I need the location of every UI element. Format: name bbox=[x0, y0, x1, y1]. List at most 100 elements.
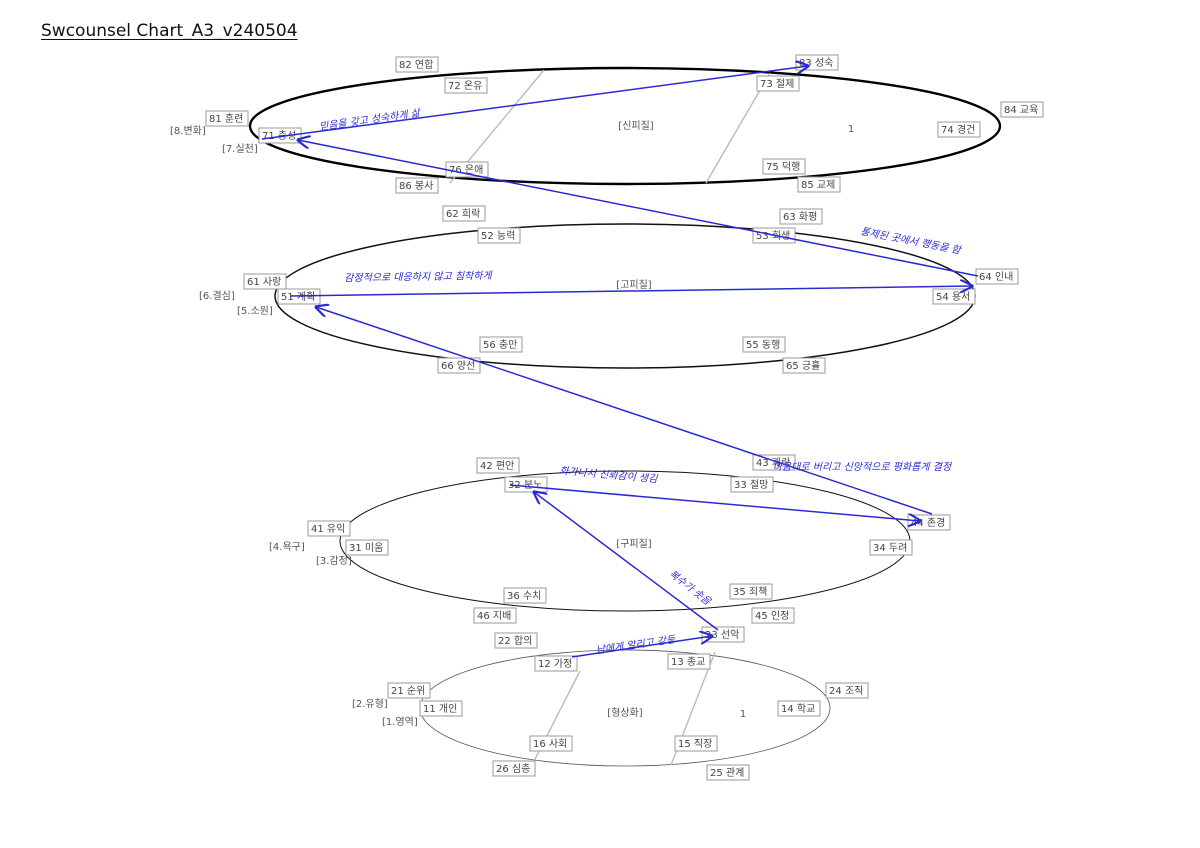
node-n45[interactable]: 45 인정 bbox=[751, 607, 795, 624]
node-n52[interactable]: 52 능력 bbox=[477, 227, 521, 244]
node-n36[interactable]: 36 수치 bbox=[503, 587, 547, 604]
node-label: 73 절제 bbox=[760, 77, 794, 90]
node-box bbox=[667, 653, 711, 670]
node-label: 45 인정 bbox=[755, 610, 789, 622]
node-box bbox=[706, 764, 750, 781]
node-n22[interactable]: 22 합의 bbox=[494, 632, 538, 649]
node-box bbox=[419, 700, 463, 717]
node-label: 43 쾌락 bbox=[756, 457, 790, 469]
node-n65[interactable]: 65 긍휼 bbox=[782, 357, 826, 374]
node-n34[interactable]: 34 두려 bbox=[869, 539, 913, 556]
arrow-a51_64 bbox=[289, 286, 972, 297]
node-label: 11 개인 bbox=[423, 703, 457, 715]
node-n72[interactable]: 72 온유 bbox=[444, 77, 488, 94]
node-box bbox=[476, 457, 520, 474]
node-n42[interactable]: 42 편안 bbox=[476, 457, 520, 474]
node-label: 44 존경 bbox=[911, 516, 945, 529]
node-n62[interactable]: 62 희락 bbox=[442, 205, 486, 222]
node-n76[interactable]: 76 은애 bbox=[445, 161, 489, 178]
node-n74[interactable]: 74 경건 bbox=[937, 121, 981, 138]
node-n83[interactable]: 83 성숙 bbox=[795, 54, 839, 71]
node-label: 86 봉사 bbox=[399, 180, 433, 192]
arrow-annotation-a44_51: 마음대로 버리고 신앙적으로 평화롭게 결정 bbox=[773, 461, 953, 473]
node-box bbox=[937, 121, 981, 138]
node-label: 62 희락 bbox=[446, 208, 480, 220]
node-box bbox=[762, 158, 806, 175]
node-label: 53 회생 bbox=[756, 230, 790, 242]
node-label: 41 유익 bbox=[311, 523, 345, 535]
node-label: 35 죄책 bbox=[733, 586, 767, 598]
node-n26[interactable]: 26 심층 bbox=[492, 760, 536, 777]
ellipse-extra-label-hyeongsanghwa: 1 bbox=[740, 709, 746, 720]
node-n33[interactable]: 33 절망 bbox=[730, 476, 774, 493]
node-n46[interactable]: 46 지배 bbox=[473, 607, 517, 624]
node-label: 16 사회 bbox=[533, 738, 567, 750]
node-n56[interactable]: 56 충만 bbox=[479, 336, 523, 353]
node-n32[interactable]: 32 분노 bbox=[504, 476, 548, 493]
node-box bbox=[975, 268, 1019, 285]
node-n82[interactable]: 82 연합 bbox=[395, 56, 439, 73]
node-label: 15 직장 bbox=[678, 738, 712, 750]
node-label: 46 지배 bbox=[477, 610, 511, 622]
node-label: 54 용서 bbox=[936, 291, 970, 303]
node-n41[interactable]: 41 유익 bbox=[307, 520, 351, 537]
node-n44[interactable]: 44 존경 bbox=[907, 514, 951, 531]
node-n21[interactable]: 21 순위 bbox=[387, 682, 431, 699]
node-n11[interactable]: 11 개인 bbox=[419, 700, 463, 717]
node-box bbox=[752, 454, 796, 471]
node-n31[interactable]: 31 미움 bbox=[345, 539, 389, 556]
node-label: 33 절망 bbox=[734, 478, 768, 491]
node-label: 81 훈련 bbox=[209, 112, 243, 125]
node-n12[interactable]: 12 가정 bbox=[534, 655, 578, 672]
node-n73[interactable]: 73 절제 bbox=[756, 75, 800, 92]
node-n43[interactable]: 43 쾌락 bbox=[752, 454, 796, 471]
node-label: 25 관계 bbox=[710, 767, 744, 779]
node-n23[interactable]: 23 선악 bbox=[701, 626, 745, 643]
node-label: 36 수치 bbox=[507, 590, 541, 602]
node-label: 51 계획 bbox=[281, 291, 315, 303]
node-n55[interactable]: 55 동행 bbox=[742, 336, 786, 353]
node-box bbox=[473, 607, 517, 624]
node-n24[interactable]: 24 조직 bbox=[825, 682, 869, 699]
node-n86[interactable]: 86 봉사 bbox=[395, 177, 439, 194]
node-n85[interactable]: 85 교제 bbox=[797, 176, 841, 193]
node-n75[interactable]: 75 덕행 bbox=[762, 158, 806, 175]
bracket-label-b5: [5.소원] bbox=[237, 305, 273, 317]
node-box bbox=[395, 56, 439, 73]
arrow-annotation-a71_83: 믿음을 갖고 성숙하게 삶 bbox=[318, 107, 422, 133]
ellipse-label-shinpijil: [신피질] bbox=[618, 120, 654, 132]
node-n71[interactable]: 71 충성 bbox=[258, 127, 302, 144]
node-n16[interactable]: 16 사회 bbox=[529, 735, 573, 752]
node-n54[interactable]: 54 용서 bbox=[932, 288, 976, 305]
node-n64[interactable]: 64 인내 bbox=[975, 268, 1019, 285]
node-box bbox=[442, 205, 486, 222]
node-box bbox=[503, 587, 547, 604]
node-n66[interactable]: 66 양선 bbox=[437, 357, 481, 374]
node-label: 42 편안 bbox=[480, 460, 514, 472]
node-box bbox=[742, 336, 786, 353]
ellipse-shinpijil bbox=[248, 66, 1002, 186]
node-n84[interactable]: 84 교육 bbox=[1000, 101, 1044, 118]
node-box bbox=[345, 539, 389, 556]
node-box bbox=[534, 655, 578, 672]
arrow-a71_83 bbox=[261, 66, 808, 140]
node-n25[interactable]: 25 관계 bbox=[706, 764, 750, 781]
bracket-label-b8: [8.변화] bbox=[170, 125, 206, 137]
node-box bbox=[729, 583, 773, 600]
bracket-label-b3: [3.감정] bbox=[316, 555, 352, 567]
node-label: 32 분노 bbox=[508, 479, 542, 491]
node-n14[interactable]: 14 학교 bbox=[777, 700, 821, 717]
node-n63[interactable]: 63 화평 bbox=[779, 208, 823, 225]
ellipse-label-gopijil: [고피질] bbox=[616, 279, 652, 291]
node-n15[interactable]: 15 직장 bbox=[674, 735, 718, 752]
node-n13[interactable]: 13 종교 bbox=[667, 653, 711, 670]
node-n81[interactable]: 81 훈련 bbox=[205, 110, 249, 127]
node-box bbox=[782, 357, 826, 374]
node-box bbox=[395, 177, 439, 194]
node-n61[interactable]: 61 사랑 bbox=[243, 273, 287, 290]
node-label: 23 선악 bbox=[705, 629, 739, 641]
node-n35[interactable]: 35 죄책 bbox=[729, 583, 773, 600]
node-box bbox=[444, 77, 488, 94]
node-box bbox=[777, 700, 821, 717]
